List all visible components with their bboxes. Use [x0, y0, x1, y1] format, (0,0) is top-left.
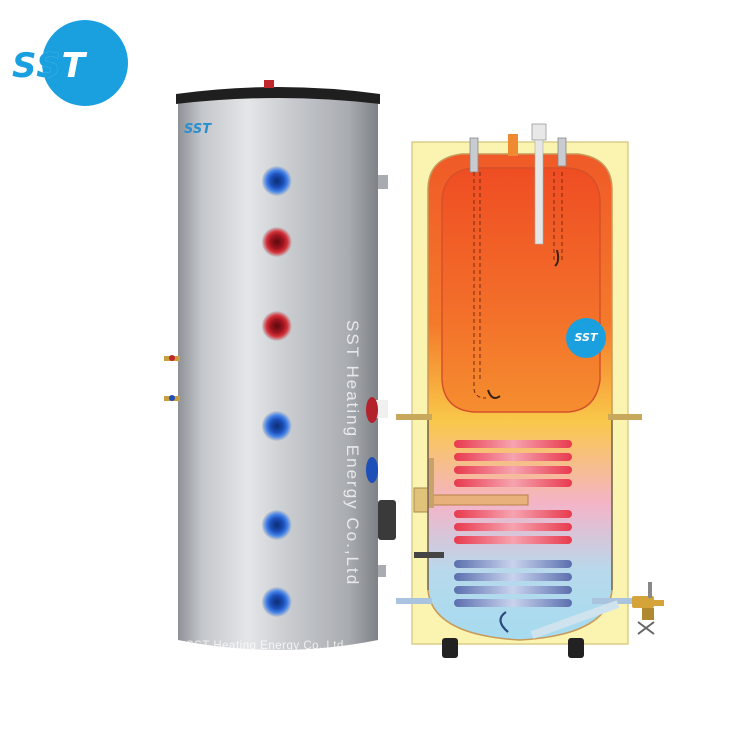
cutaway-illustration — [396, 123, 664, 658]
tank-cutaway-diagram — [392, 120, 677, 665]
logo-circle — [42, 20, 128, 106]
water-tank: SST SST Heating Energy Co.,Ltd SST Heati… — [150, 80, 410, 680]
tank-badge: SST — [184, 122, 212, 137]
flow-arrow-icon — [487, 389, 501, 399]
cold-coil — [454, 560, 572, 607]
tank-watermark-horizontal: SST Heating Energy Co.,Ltd — [186, 640, 344, 652]
flow-arrow-icon — [499, 611, 509, 633]
logo-text: SST — [12, 46, 86, 86]
brand-logo: SST — [6, 18, 128, 110]
tank-illustration — [164, 80, 396, 650]
flow-arrow-icon — [554, 249, 560, 267]
hot-coil — [454, 440, 572, 544]
tank-watermark-vertical: SST Heating Energy Co.,Ltd — [343, 320, 362, 587]
valve-icon — [632, 582, 664, 635]
diagram-badge: SST — [566, 318, 606, 358]
